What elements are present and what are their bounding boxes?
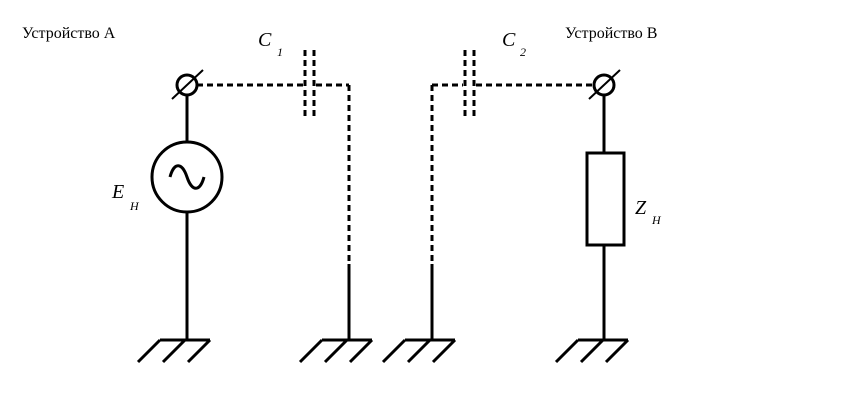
c1-label: C xyxy=(258,29,272,51)
ac-voltage-source-icon xyxy=(150,140,224,214)
c2-subscript: 2 xyxy=(520,45,526,59)
c2-coupling-path xyxy=(381,50,594,364)
device-a-circuit xyxy=(136,69,224,364)
terminal-icon xyxy=(588,69,621,100)
ground-icon xyxy=(298,338,374,364)
capacitor-icon xyxy=(463,50,476,116)
c1-coupling-path xyxy=(197,50,374,364)
device-a-label: Устройство А xyxy=(22,25,116,42)
load-label: Z xyxy=(635,197,647,219)
source-subscript: Н xyxy=(129,199,140,213)
resistor-impedance-icon xyxy=(585,151,626,247)
ground-icon xyxy=(554,338,630,364)
c1-subscript: 1 xyxy=(277,45,283,59)
capacitor-icon xyxy=(303,50,316,116)
source-label: E xyxy=(111,181,124,203)
ground-icon xyxy=(136,338,212,364)
device-b-circuit xyxy=(554,69,630,364)
device-b-label: Устройство В xyxy=(565,25,657,42)
load-subscript: Н xyxy=(651,213,662,227)
c2-label: C xyxy=(502,29,516,51)
ground-icon xyxy=(381,338,457,364)
